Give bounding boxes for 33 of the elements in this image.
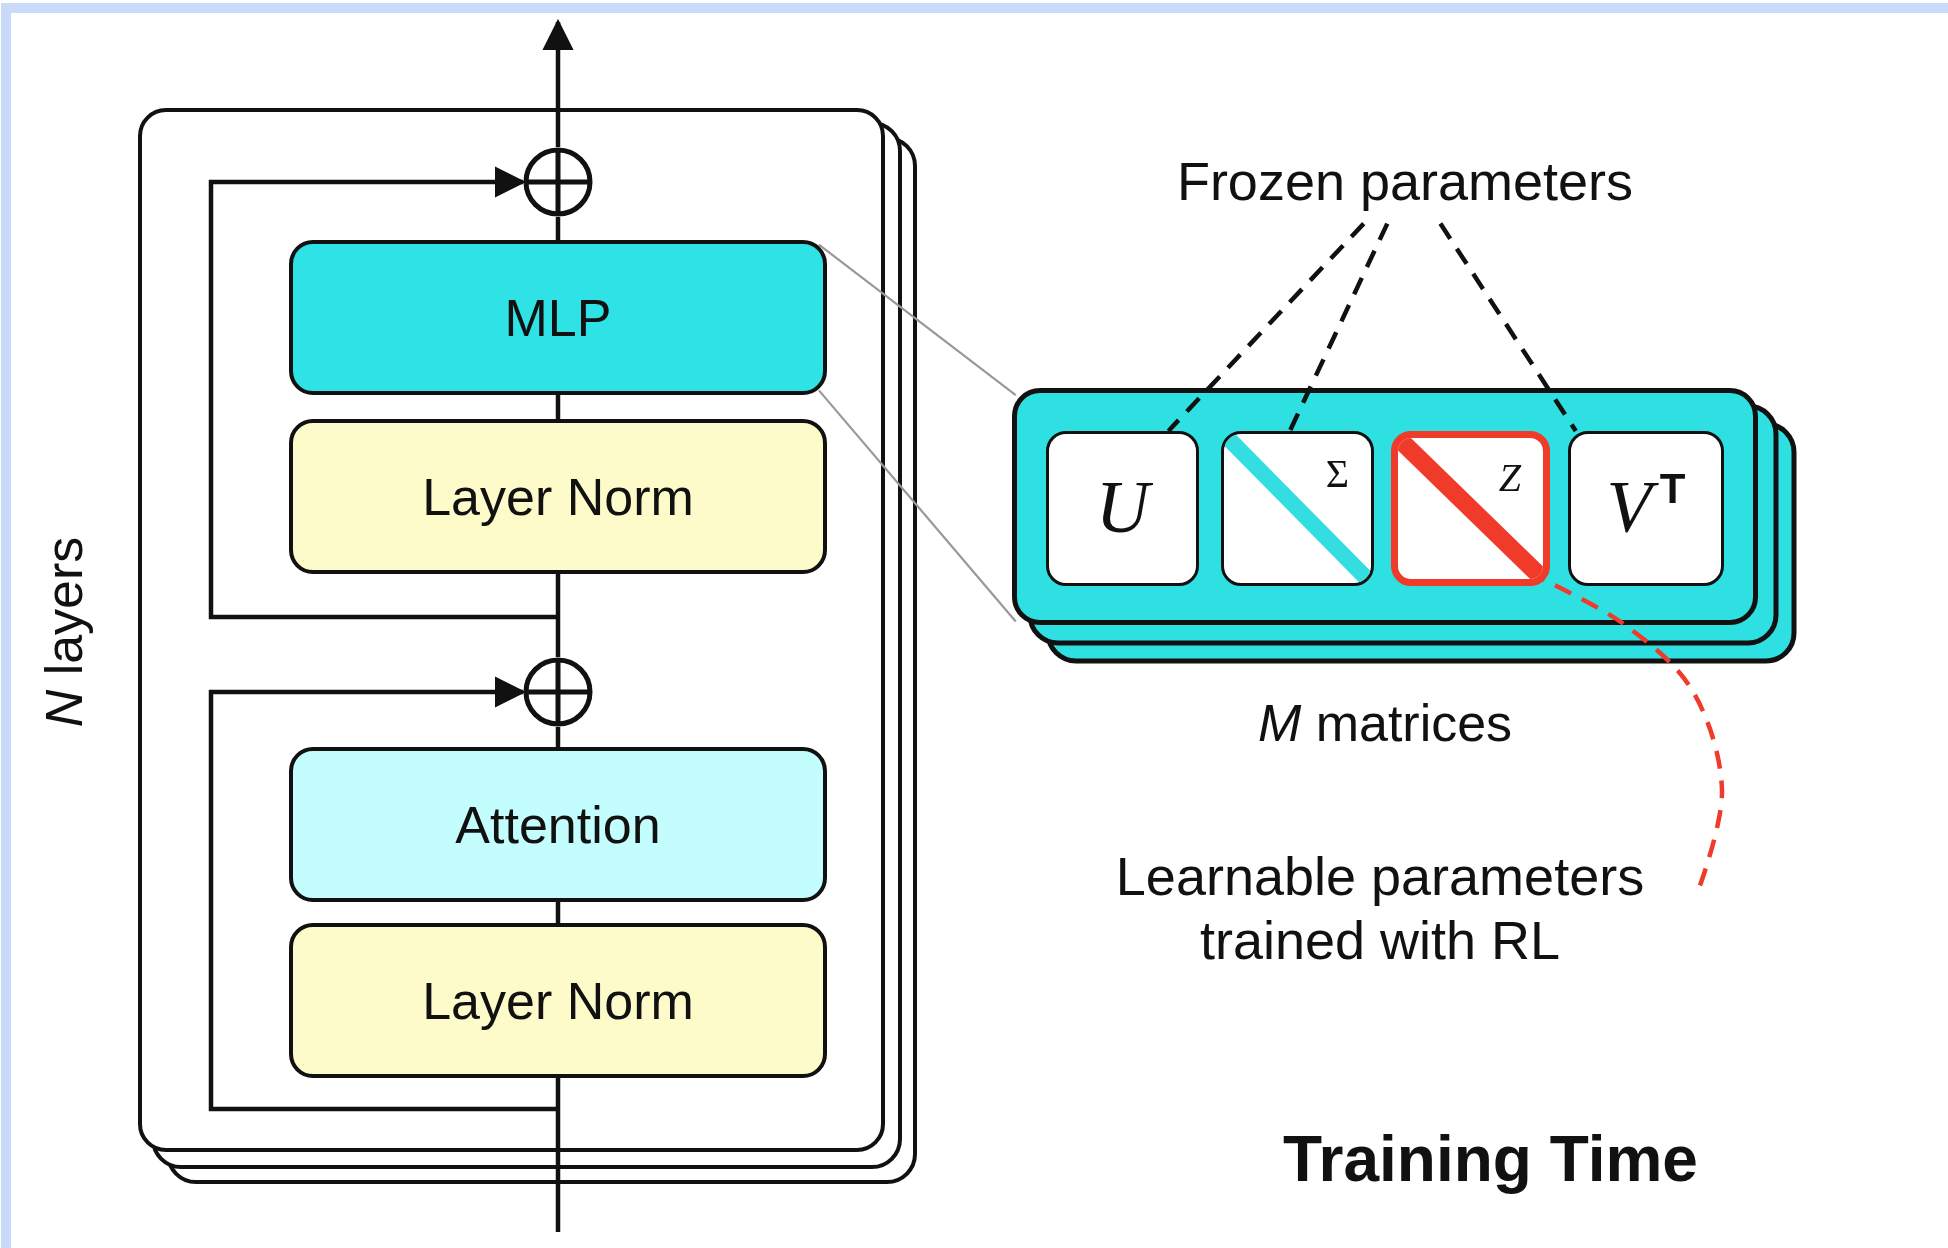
matrix-box [1568,431,1724,586]
layer-norm-block [289,923,827,1078]
matrix-count-label: M matrices [1257,693,1513,753]
block-label: Layer Norm [422,466,694,527]
connector-line [818,389,1017,623]
connector-line [555,217,561,240]
dashed-connector [1438,222,1578,433]
connector-line [555,902,561,923]
annotation-text: Learnable parameters trained with RL [1114,845,1646,972]
dashed-connector [1287,222,1390,432]
matrix-box [1391,431,1550,586]
connector-line [555,727,561,747]
arrow [208,676,558,1112]
matrix-symbol: V$^{T}$ [1606,464,1686,550]
connector-line [555,1078,561,1232]
connector-line [555,574,561,657]
connector-line [555,395,561,419]
matrix-box [1046,431,1199,586]
attention-block [289,747,827,902]
figure-title: Training Time [1283,1122,1698,1196]
block-label: Layer Norm [422,970,694,1031]
block-label: MLP [504,287,612,348]
arrow [542,18,574,147]
matrix-symbol: Z [1498,454,1521,501]
layer-count-label: N layers [34,536,94,728]
connector-line [818,243,1017,396]
dashed-connector [1166,222,1366,433]
annotation-text: Frozen parameters [1175,150,1635,213]
layer-norm-block [289,419,827,574]
matrix-symbol: Σ [1325,450,1349,497]
arrow [208,166,558,620]
block-label: Attention [455,794,661,855]
mlp-block [289,240,827,395]
